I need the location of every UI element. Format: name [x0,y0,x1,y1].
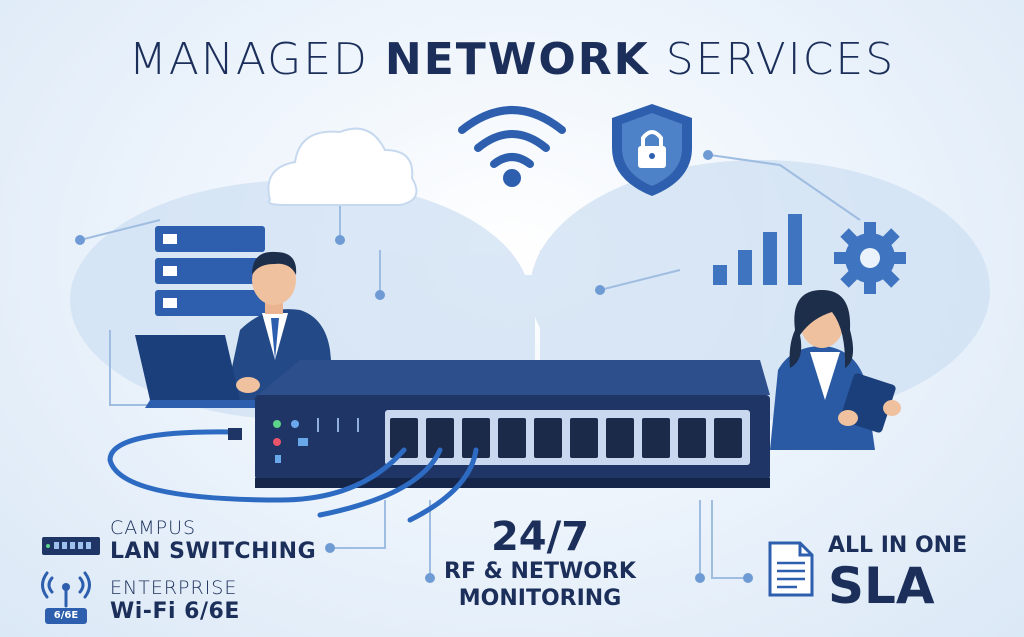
gear-icon [834,222,906,294]
shield-lock-icon [612,104,692,196]
feature-monitoring-line2: RF & NETWORK [444,559,636,584]
feature-sla: ALL IN ONE SLA [828,533,968,615]
feature-wifi-line2: Wi-Fi 6/6E [110,599,240,624]
wifi-dot [503,169,521,187]
woman-with-tablet [770,290,901,450]
cable-plug [228,428,242,440]
network-switch [255,360,770,488]
wifi-6e-badge: 6/6E [45,608,87,624]
headline-part2: NETWORK [384,34,650,85]
server-rack-icon [155,226,265,316]
feature-campus: CAMPUS LAN SWITCHING [110,517,316,565]
cloud-icon [267,127,418,206]
feature-monitoring-line1: 24/7 [490,514,590,560]
switch-ports [390,418,742,458]
switch-icon [42,537,100,555]
feature-sla-line1: ALL IN ONE [828,533,968,558]
feature-campus-line2: LAN SWITCHING [110,539,317,564]
connector-dots [75,150,753,583]
feature-monitoring-line3: MONITORING [458,586,622,611]
feature-wifi-line1: ENTERPRISE [110,577,238,599]
feature-monitoring: 24/7 RF & NETWORK MONITORING [440,516,640,612]
feature-campus-line1: CAMPUS [110,517,197,539]
document-icon [768,541,814,597]
headline: MANAGED NETWORK SERVICES [0,34,1024,85]
headline-part1: MANAGED [128,34,385,85]
cables [107,429,479,523]
feature-sla-line2: SLA [828,557,935,615]
headline-part3: SERVICES [649,34,896,85]
antenna-dot [62,583,70,591]
antenna-icon [41,571,91,608]
wifi-icon [458,106,566,168]
feature-wifi: ENTERPRISE Wi-Fi 6/6E [110,577,240,625]
bar-chart-icon [713,214,802,285]
